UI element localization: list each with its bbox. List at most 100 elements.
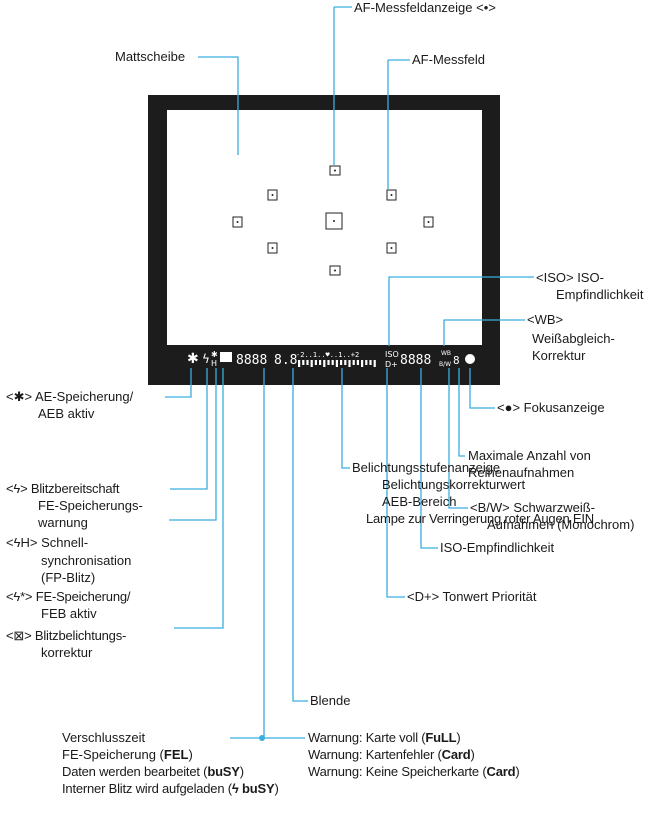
flash-icon: ϟ — [202, 352, 210, 366]
scale-tick — [331, 360, 334, 365]
leader-ae — [165, 368, 192, 398]
label-blitz-2: FE-Speicherungs- — [38, 498, 143, 513]
scale-tick — [361, 360, 364, 367]
label-bw-1: <B/W> Schwarzweiß- — [470, 500, 595, 515]
leader-isoempf — [420, 368, 438, 549]
label-bel-2: Belichtungskorrekturwert — [382, 477, 526, 492]
leader-blende — [292, 368, 308, 702]
scale-tick — [352, 360, 355, 365]
label-bel-4: Lampe zur Verringerung roter Augen EIN — [366, 511, 594, 526]
ae-lock-icon: ✱ — [187, 351, 199, 367]
label-wb-3: Korrektur — [532, 348, 586, 363]
label-fe-1: <ϟ*> FE-Speicherung/ — [6, 589, 131, 604]
af-point — [267, 242, 278, 254]
scale-tick — [319, 360, 322, 365]
af-point-bottom — [329, 265, 341, 276]
scale-tick — [335, 360, 338, 367]
scale-tick — [306, 360, 309, 365]
focus-confirm-icon — [465, 354, 475, 364]
leader-bel — [341, 368, 350, 469]
label-bel-3: AEB-Bereich — [382, 494, 457, 509]
lcd-aperture: 8.8 — [274, 353, 297, 368]
label-max-1: Maximale Anzahl von — [468, 448, 591, 463]
label-vz-3: Daten werden bearbeitet (buSY) — [62, 764, 244, 779]
exposure-scale-numbers: -2..1..♥..1..+2 — [296, 351, 359, 359]
label-af-anzeige: AF-Messfeldanzeige <•> — [354, 0, 496, 15]
af-point — [423, 216, 434, 228]
scale-tick — [314, 360, 317, 365]
scale-tick — [344, 360, 347, 365]
af-point-center — [325, 212, 343, 230]
leader-bw — [448, 368, 468, 509]
label-wb-2: Weißabgleich- — [532, 331, 615, 346]
scale-tick — [298, 360, 301, 367]
leader-tonwert — [386, 368, 405, 598]
leader-wb — [443, 319, 525, 346]
label-bel-1: Belichtungsstufenanzeige — [352, 460, 501, 475]
af-point — [232, 216, 243, 228]
scale-tick — [327, 360, 330, 365]
lcd-burst: 8 — [453, 354, 460, 367]
leader-junction — [259, 735, 265, 741]
scale-tick — [348, 360, 351, 367]
label-ae-1: <✱> AE-Speicherung/ — [6, 389, 134, 404]
label-sync-3: (FP-Blitz) — [41, 570, 96, 585]
af-points — [232, 165, 434, 276]
iso-icon: ISO — [385, 350, 399, 359]
leader-iso — [388, 276, 534, 346]
label-fokus: <●> Fokusanzeige — [497, 400, 605, 415]
label-vz-4: Interner Blitz wird aufgeladen (ϟ buSY) — [62, 781, 279, 796]
label-iso-2: Empfindlichkeit — [556, 287, 644, 302]
scale-tick — [373, 360, 376, 367]
label-iso-1: <ISO> ISO- — [536, 270, 604, 285]
exposure-scale — [298, 360, 376, 367]
scale-tick — [323, 360, 326, 367]
leader-blitz — [170, 368, 208, 490]
focusing-screen — [167, 110, 482, 345]
label-bk-1: <⊠> Blitzbelichtungs- — [6, 628, 127, 643]
leader-bk — [174, 368, 224, 629]
lcd-shutter: 8888 — [236, 353, 267, 368]
label-tonwert: <D+> Tonwert Priorität — [407, 589, 537, 604]
scale-tick — [356, 360, 359, 365]
af-point-top — [329, 165, 341, 176]
af-point — [386, 242, 397, 254]
scale-tick — [369, 360, 372, 365]
leader-fokus — [469, 368, 495, 409]
label-mattscheibe: Mattscheibe — [115, 49, 186, 64]
high-speed-icon: H — [211, 359, 217, 368]
wb-icon: WB — [441, 350, 451, 357]
af-point — [386, 189, 397, 201]
label-warn-1: Warnung: Karte voll (FuLL) — [308, 730, 461, 745]
fe-lock-icon: ✱ — [211, 350, 218, 359]
leader-sync — [169, 368, 217, 521]
label-blitz-1: <ϟ> Blitzbereitschaft — [6, 481, 120, 496]
label-bw-2: Aufnahmen (Monochrom) — [487, 517, 635, 532]
scale-tick — [302, 360, 305, 365]
bw-icon: B/W — [439, 361, 451, 368]
flash-comp-icon — [220, 352, 232, 362]
label-af-messfeld: AF-Messfeld — [412, 52, 485, 67]
label-sync-1: <ϟH> Schnell- — [6, 535, 89, 550]
scale-tick — [310, 360, 313, 367]
label-blitz-3: warnung — [38, 515, 88, 530]
label-vz-2: FE-Speicherung (FEL) — [62, 747, 193, 762]
d-plus-icon: D+ — [385, 360, 398, 369]
scale-tick — [365, 360, 368, 365]
label-ae-2: AEB aktiv — [38, 406, 95, 421]
scale-tick — [340, 360, 343, 365]
af-dots — [236, 169, 430, 272]
label-blende: Blende — [310, 693, 351, 708]
label-warn-2: Warnung: Kartenfehler (Card) — [308, 747, 475, 762]
leader-mattscheibe — [198, 56, 239, 155]
label-isoempf: ISO-Empfindlichkeit — [440, 540, 555, 555]
label-fe-2: FEB aktiv — [41, 606, 97, 621]
label-warn-3: Warnung: Keine Speicherkarte (Card) — [308, 764, 520, 779]
leader-max — [458, 368, 465, 457]
label-bk-2: korrektur — [41, 645, 93, 660]
af-point — [267, 189, 278, 201]
label-sync-2: synchronisation — [41, 553, 132, 568]
label-wb-1: <WB> — [527, 312, 564, 327]
leader-lines — [165, 6, 534, 739]
